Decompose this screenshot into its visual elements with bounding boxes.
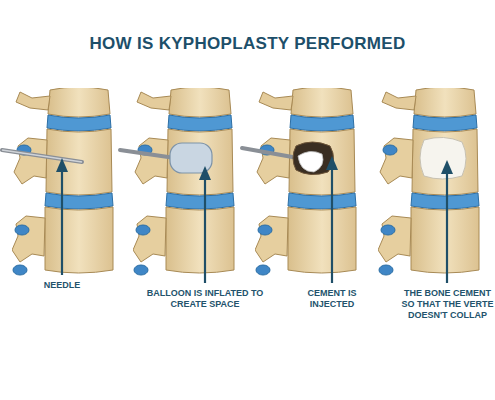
step-label: CEMENT IS INJECTED — [297, 288, 367, 310]
pointer-arrow — [204, 178, 206, 283]
arrow-head — [326, 156, 338, 170]
pointer-arrow — [331, 168, 333, 283]
needle — [2, 150, 82, 162]
pointer-arrow — [61, 168, 63, 275]
arrow-head — [441, 160, 453, 174]
diagram-title: HOW IS KYPHOPLASTY PERFORMED — [0, 34, 495, 54]
arrow-head — [56, 158, 68, 172]
needle — [242, 148, 298, 158]
step-label: NEEDLE — [22, 280, 102, 291]
vertebra-stack — [255, 87, 356, 275]
vertebra-stack — [378, 87, 479, 275]
needle — [2, 150, 82, 162]
arrow-head — [199, 166, 211, 180]
bone-cement — [298, 151, 323, 172]
vertebra-stack — [12, 87, 113, 275]
step-label: THE BONE CEMENT SO THAT THE VERTE DOESN'… — [400, 288, 495, 321]
vertebra-stack — [133, 87, 234, 275]
needle — [120, 150, 175, 158]
step-label: BALLOON IS INFLATED TO CREATE SPACE — [140, 288, 270, 310]
bone-cement — [420, 137, 466, 179]
pointer-arrow — [446, 172, 448, 283]
